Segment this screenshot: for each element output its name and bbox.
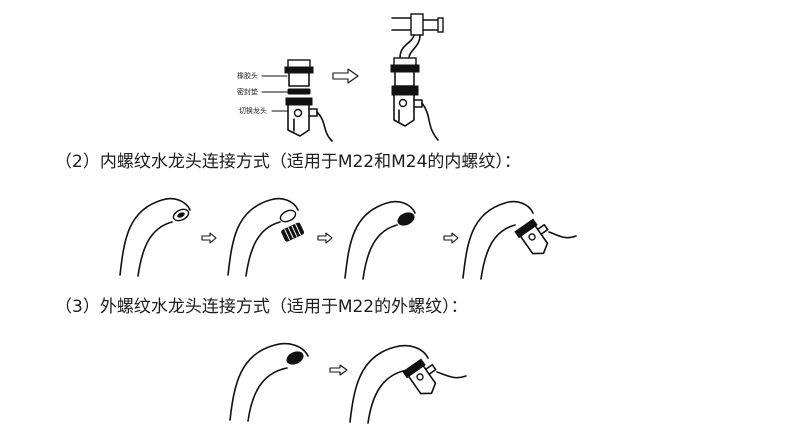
faucet-spout-step-2 (227, 197, 305, 277)
label-rubber-head: 橡胶头 (237, 72, 258, 80)
figure-internal-thread-steps (119, 197, 577, 280)
seal-ring-part (287, 88, 311, 95)
faucet-spout-step-1 (119, 197, 191, 277)
figure-external-thread-steps (229, 342, 467, 424)
diverter-part (285, 97, 333, 142)
faucet-spout-external-2 (349, 344, 467, 424)
faucet-spout-external-1 (229, 342, 309, 422)
faucet-spout-step-4 (462, 200, 577, 280)
label-diverter: 切换龙头 (239, 107, 267, 115)
figure-exploded-assembly (261, 13, 444, 142)
outline-right-arrow-icon (201, 232, 217, 244)
rubber-head-part (284, 59, 314, 87)
outline-right-arrow-icon (317, 232, 333, 244)
section-3-heading: （3）外螺纹水龙头连接方式（适用于M22的外螺纹）： (55, 297, 468, 317)
outline-right-arrow-icon (329, 364, 348, 376)
outline-right-arrow-icon (332, 68, 359, 84)
outline-right-arrow-icon (443, 232, 459, 244)
section-2-heading: （2）内螺纹水龙头连接方式（适用于M22和M24的内螺纹）： (55, 152, 521, 172)
label-seal-ring: 密封垫 (237, 88, 258, 96)
assembled-on-tap (390, 13, 444, 141)
faucet-spout-step-3 (344, 200, 416, 280)
